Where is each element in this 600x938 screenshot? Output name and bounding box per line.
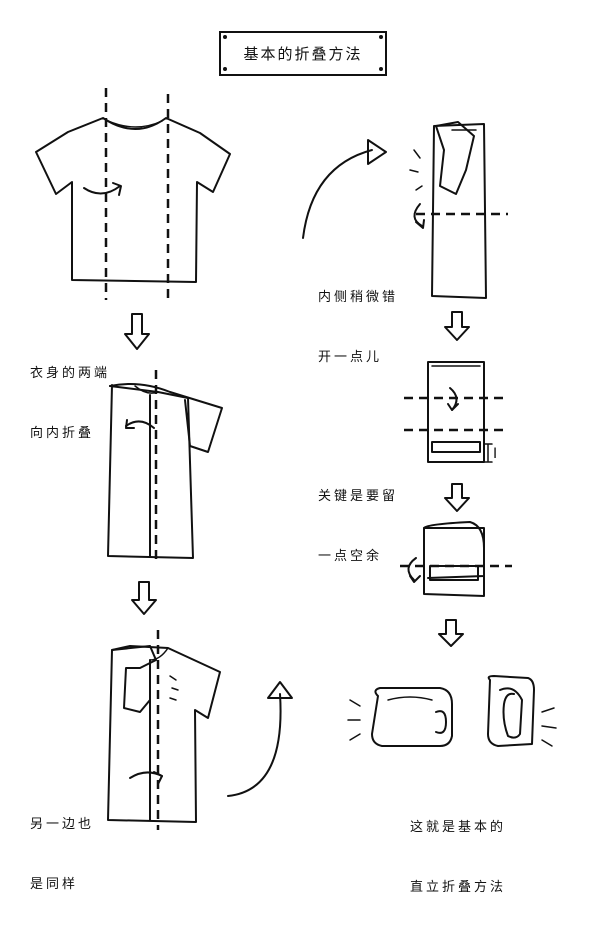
folded-panel-illustration xyxy=(409,121,508,299)
down-arrow-icon xyxy=(131,581,157,615)
down-arrow-icon xyxy=(444,483,470,512)
label-line: 开一点儿 xyxy=(318,350,383,365)
tshirt-both-sides-illustration xyxy=(107,630,221,830)
down-arrow-icon xyxy=(438,619,464,647)
pin-dot xyxy=(379,67,383,71)
folding-diagram: 基本的折叠方法 xyxy=(30,31,557,895)
label-line: 关键是要留 xyxy=(318,489,399,504)
folded-block-illustration xyxy=(400,521,512,597)
down-arrow-icon xyxy=(444,311,470,341)
curved-up-arrow-icon xyxy=(227,681,293,797)
label-line: 内侧稍微错 xyxy=(318,290,399,305)
step-label-fold-sides: 衣身的两端 向内折叠 xyxy=(30,324,110,484)
label-line: 向内折叠 xyxy=(30,426,95,441)
pin-dot xyxy=(223,35,227,39)
title-box: 基本的折叠方法 xyxy=(219,31,387,76)
label-line: 是同样 xyxy=(30,877,79,892)
folded-bottom-illustration xyxy=(404,361,506,463)
final-lying-illustration xyxy=(347,687,453,747)
step-label-other-side: 另一边也 是同样 xyxy=(30,775,94,935)
label-line: 一点空余 xyxy=(318,549,383,564)
label-line: 衣身的两端 xyxy=(30,366,111,381)
title-text: 基本的折叠方法 xyxy=(243,45,363,63)
pin-dot xyxy=(379,35,383,39)
final-standing-illustration xyxy=(487,675,557,747)
label-line: 这就是基本的 xyxy=(410,820,507,835)
curved-right-arrow-icon xyxy=(302,139,387,239)
step-label-leave-space: 关键是要留 一点空余 xyxy=(318,447,398,607)
tshirt-flat-illustration xyxy=(35,88,231,300)
margin-mark: I xyxy=(493,446,501,462)
illustrations xyxy=(35,88,557,830)
step-label-final: 这就是基本的 直立折叠方法 xyxy=(410,778,506,938)
down-arrow-icon xyxy=(124,313,150,350)
label-line: 另一边也 xyxy=(30,817,95,832)
step-label-offset-inner: 内侧稍微错 开一点儿 xyxy=(318,248,398,408)
label-line: 直立折叠方法 xyxy=(410,880,507,895)
tshirt-one-side-folded-illustration xyxy=(107,370,223,560)
pin-dot xyxy=(223,67,227,71)
